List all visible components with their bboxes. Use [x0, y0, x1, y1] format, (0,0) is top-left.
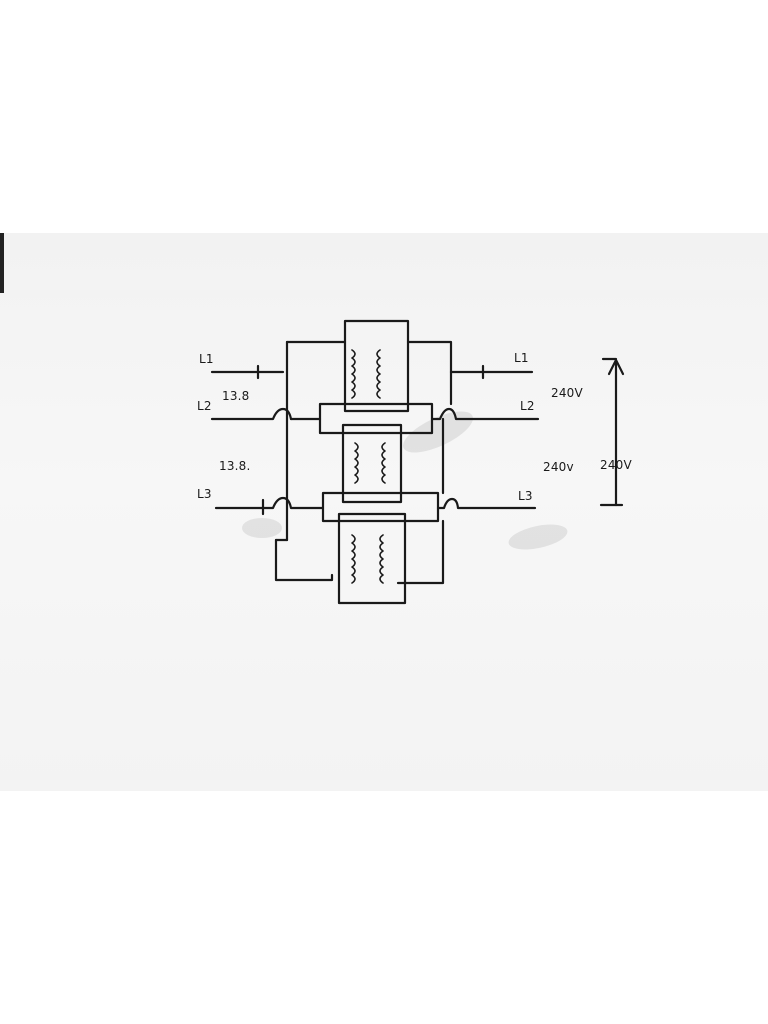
wire-top-right — [406, 340, 453, 374]
coil-secondary-middle — [381, 442, 386, 484]
label-right-l3: L3 — [518, 489, 533, 503]
line-l3-right — [436, 497, 537, 510]
transformer-core-bottom — [337, 512, 407, 605]
coil-secondary-bottom — [379, 534, 384, 584]
eraser-smudge — [403, 411, 473, 453]
transformer-core-middle — [341, 423, 403, 504]
paper-sheet — [0, 233, 768, 791]
wire-bottom-right — [396, 519, 445, 585]
label-right-voltage-top: 240V — [551, 386, 584, 400]
label-left-l2: L2 — [197, 399, 212, 413]
wire-bottom-left — [274, 538, 334, 582]
coil-secondary-top — [376, 349, 381, 399]
eraser-smudge — [242, 518, 282, 538]
line-l2-left — [210, 407, 293, 421]
bridge-upper — [318, 402, 434, 435]
label-total-voltage: 240V — [600, 458, 633, 472]
label-left-l1: L1 — [199, 352, 214, 366]
transformer-core-top — [343, 319, 410, 413]
label-left-voltage-mid: 13.8. — [219, 459, 251, 473]
label-right-voltage-mid: 240v — [543, 460, 574, 474]
bridge-lower — [321, 491, 440, 523]
sheet-edge-shadow — [0, 233, 4, 293]
label-right-l2: L2 — [520, 399, 535, 413]
eraser-smudge — [508, 524, 568, 550]
coil-primary-middle — [354, 442, 359, 484]
coil-primary-bottom — [351, 534, 356, 584]
line-l3-left — [214, 496, 324, 510]
coil-primary-top — [351, 349, 356, 399]
label-left-l3: L3 — [197, 487, 212, 501]
line-l2-right — [430, 407, 540, 421]
label-right-l1: L1 — [514, 351, 529, 365]
label-left-voltage-top: 13.8 — [222, 389, 250, 403]
